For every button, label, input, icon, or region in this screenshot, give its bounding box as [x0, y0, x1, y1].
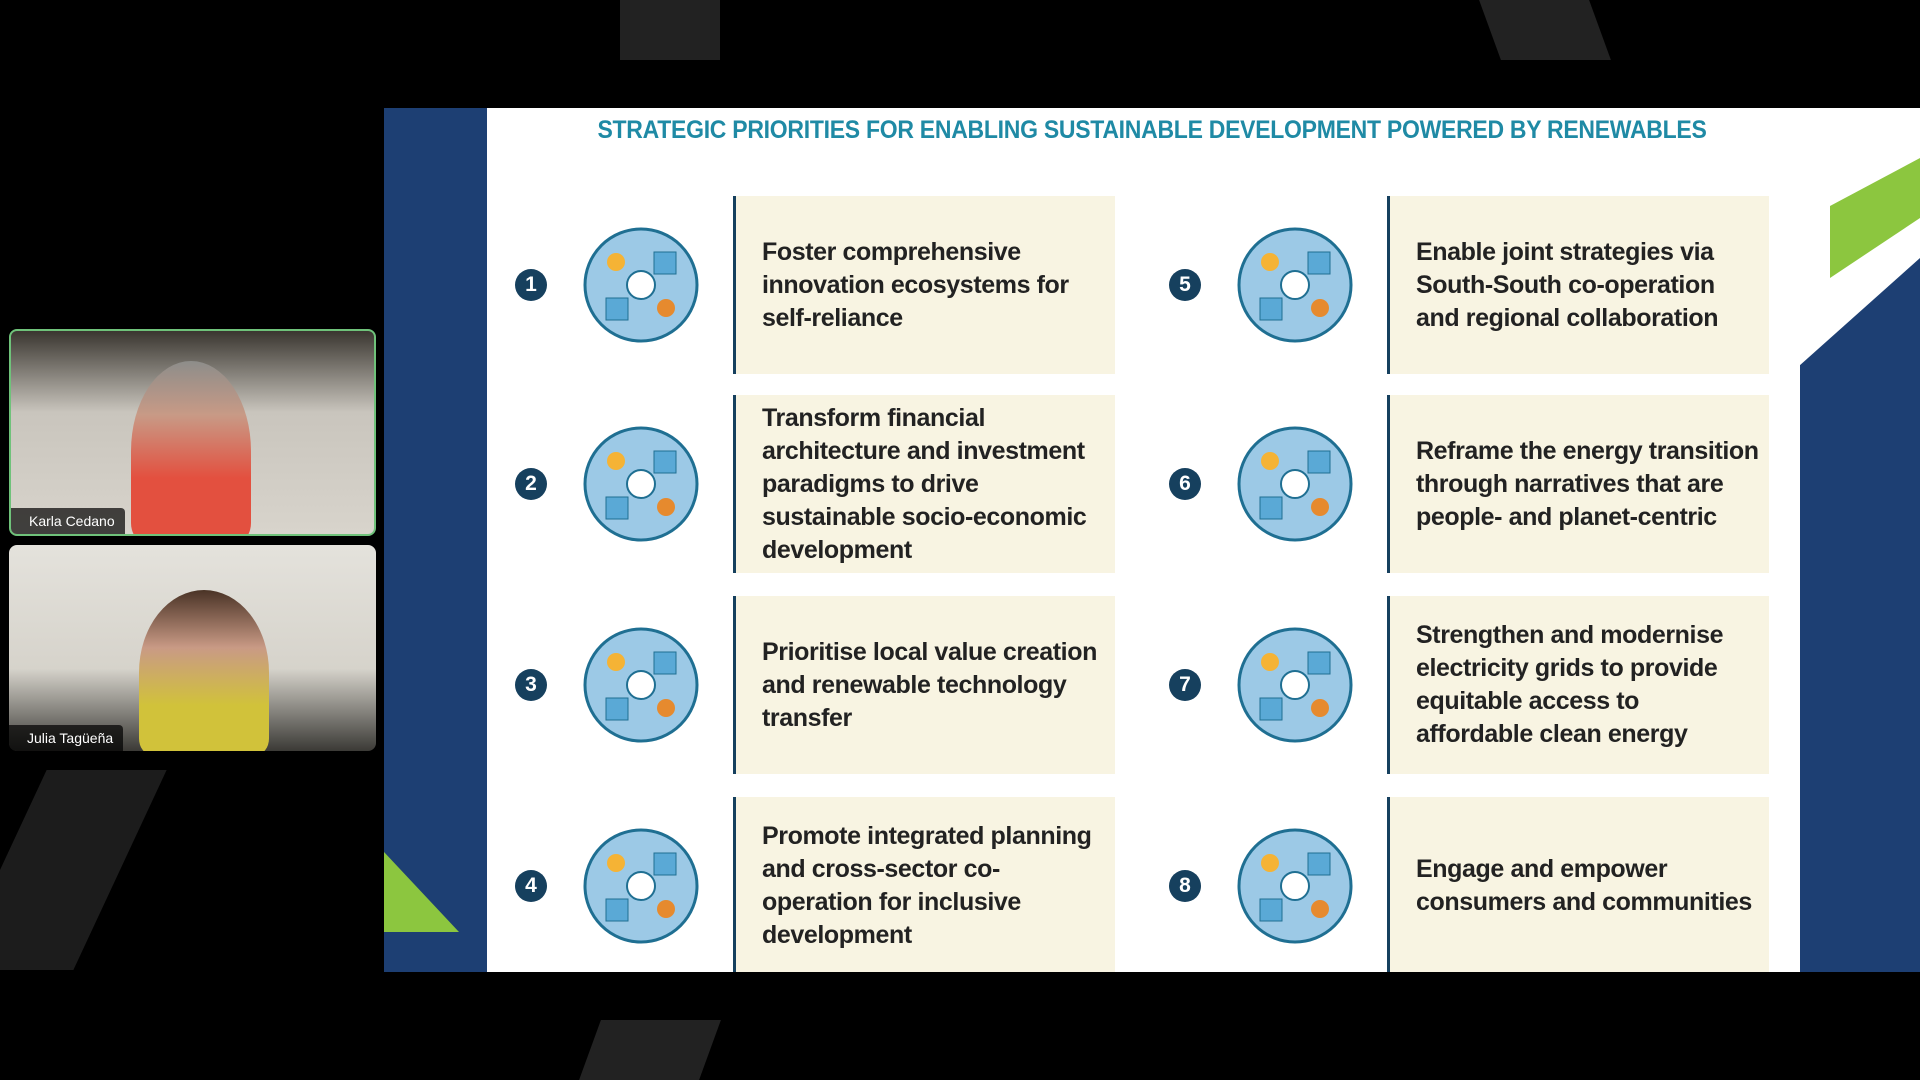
- finance-network-icon: [576, 419, 706, 549]
- background-shape: [620, 0, 720, 60]
- priority-number: 7: [1169, 669, 1201, 701]
- blueprint-plan-icon: [576, 821, 706, 951]
- priority-text: Strengthen and modernise electricity gri…: [1416, 621, 1724, 748]
- priority-item: 6 Reframe the energy transition through …: [384, 395, 1920, 573]
- priority-item: 2 Transform financial architecture and i…: [384, 395, 1920, 573]
- priority-number: 8: [1169, 870, 1201, 902]
- globe-community-icon: [1230, 419, 1360, 549]
- priority-item: 4 Promote integrated planning and cross-…: [384, 797, 1920, 972]
- grid-shield-icon: [1230, 620, 1360, 750]
- priority-text: Enable joint strategies via South-South …: [1416, 237, 1719, 332]
- priority-number: 1: [515, 269, 547, 301]
- priority-text: Engage and empower consumers and communi…: [1416, 855, 1752, 916]
- participant-video: [131, 361, 251, 534]
- priority-text-box: Transform financial architecture and inv…: [733, 395, 1115, 573]
- participant-name: Julia Tagüeña: [9, 725, 124, 751]
- priority-text-box: Strengthen and modernise electricity gri…: [1387, 596, 1769, 774]
- priority-text: Foster comprehensive innovation ecosyste…: [762, 237, 1069, 332]
- priority-text: Transform financial architecture and inv…: [762, 403, 1087, 564]
- priority-item: 7 Strengthen and modernise electricity g…: [384, 596, 1920, 774]
- priority-text-box: Enable joint strategies via South-South …: [1387, 196, 1769, 374]
- priority-text-box: Foster comprehensive innovation ecosyste…: [733, 196, 1115, 374]
- priority-text: Reframe the energy transition through na…: [1416, 436, 1759, 531]
- priority-text-box: Prioritise local value creation and rene…: [733, 596, 1115, 774]
- priority-item: 3 Prioritise local value creation and re…: [384, 596, 1920, 774]
- priority-text-box: Engage and empower consumers and communi…: [1387, 797, 1769, 972]
- participant-name: Karla Cedano: [11, 508, 125, 534]
- background-shape: [579, 1020, 721, 1080]
- location-pin-icon: [576, 620, 706, 750]
- video-tile-karla-cedano[interactable]: Karla Cedano: [9, 329, 376, 536]
- priority-number: 6: [1169, 468, 1201, 500]
- priority-number: 4: [515, 870, 547, 902]
- slide-title: STRATEGIC PRIORITIES FOR ENABLING SUSTAI…: [597, 116, 1707, 144]
- priority-item: 5 Enable joint strategies via South-Sout…: [384, 196, 1920, 374]
- priority-text-box: Reframe the energy transition through na…: [1387, 395, 1769, 573]
- video-tile-julia-taguena[interactable]: Julia Tagüeña: [9, 545, 376, 751]
- raised-hands-icon: [1230, 821, 1360, 951]
- priority-number: 5: [1169, 269, 1201, 301]
- priority-text-box: Promote integrated planning and cross-se…: [733, 797, 1115, 972]
- priority-number: 3: [515, 669, 547, 701]
- background-shape: [0, 770, 167, 970]
- background-shape: [1479, 0, 1611, 60]
- priority-text: Promote integrated planning and cross-se…: [762, 822, 1092, 949]
- priority-item: 8 Engage and empower consumers and commu…: [384, 797, 1920, 972]
- participant-video: [139, 590, 269, 751]
- innovation-ecosystem-icon: [576, 220, 706, 350]
- priority-number: 2: [515, 468, 547, 500]
- slide-decoration: [1800, 258, 1920, 972]
- slide-decoration: [384, 852, 459, 932]
- slide-decoration: [384, 108, 487, 972]
- priority-text: Prioritise local value creation and rene…: [762, 637, 1097, 732]
- people-network-icon: [1230, 220, 1360, 350]
- priority-item: 1 Foster comprehensive innovation ecosys…: [384, 196, 1920, 374]
- shared-slide: STRATEGIC PRIORITIES FOR ENABLING SUSTAI…: [384, 108, 1920, 972]
